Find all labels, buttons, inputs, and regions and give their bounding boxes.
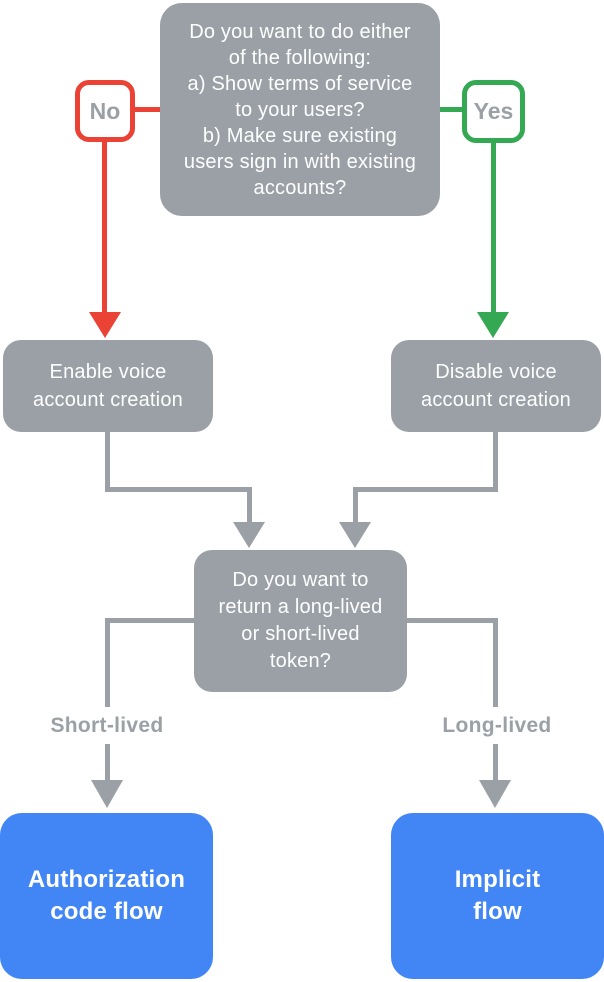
no-branch-horizontal-line — [135, 107, 160, 112]
short-lived-label: Short-lived — [22, 707, 192, 744]
no-badge: No — [75, 80, 135, 142]
long-lived-horizontal-line — [407, 618, 498, 623]
top-question-box: Do you want to do either of the followin… — [160, 3, 440, 216]
long-lived-arrow-down-icon — [479, 780, 511, 808]
implicit-flow-text: Implicit flow — [454, 866, 541, 925]
enable-merge-horizontal-line — [105, 487, 252, 492]
no-badge-label: No — [89, 97, 121, 124]
yes-branch-horizontal-line — [440, 107, 462, 112]
long-lived-label-text: Long-lived — [442, 713, 552, 737]
disable-merge-stub-line — [493, 432, 498, 492]
token-question-box: Do you want to return a long-lived or sh… — [194, 550, 407, 692]
disable-voice-box: Disable voice account creation — [391, 340, 601, 432]
short-lived-horizontal-line — [105, 618, 195, 623]
yes-badge-label: Yes — [473, 98, 514, 124]
long-lived-vertical-line — [493, 618, 498, 780]
disable-merge-arrow-down-icon — [339, 522, 371, 548]
enable-voice-text: Enable voice account creation — [33, 361, 183, 411]
short-lived-label-text: Short-lived — [50, 713, 164, 737]
enable-merge-stub-line — [105, 432, 110, 492]
yes-branch-vertical-line — [491, 143, 496, 312]
disable-merge-vertical-line — [353, 487, 358, 525]
short-lived-vertical-line — [105, 618, 110, 780]
long-lived-label: Long-lived — [412, 707, 582, 744]
no-branch-vertical-line — [102, 142, 107, 312]
no-branch-arrow-down-icon — [89, 312, 121, 338]
enable-merge-vertical-line — [247, 487, 252, 525]
authorization-code-flow-box: Authorization code flow — [0, 813, 213, 979]
yes-branch-arrow-down-icon — [477, 312, 509, 338]
implicit-flow-box: Implicit flow — [391, 813, 604, 979]
short-lived-arrow-down-icon — [91, 780, 123, 808]
enable-voice-box: Enable voice account creation — [3, 340, 213, 432]
top-question-text: Do you want to do either of the followin… — [183, 20, 417, 199]
disable-voice-text: Disable voice account creation — [421, 361, 571, 411]
enable-merge-arrow-down-icon — [233, 522, 265, 548]
authorization-code-flow-text: Authorization code flow — [27, 866, 186, 925]
disable-merge-horizontal-line — [353, 487, 498, 492]
token-question-text: Do you want to return a long-lived or sh… — [218, 569, 383, 672]
yes-badge: Yes — [462, 80, 525, 143]
